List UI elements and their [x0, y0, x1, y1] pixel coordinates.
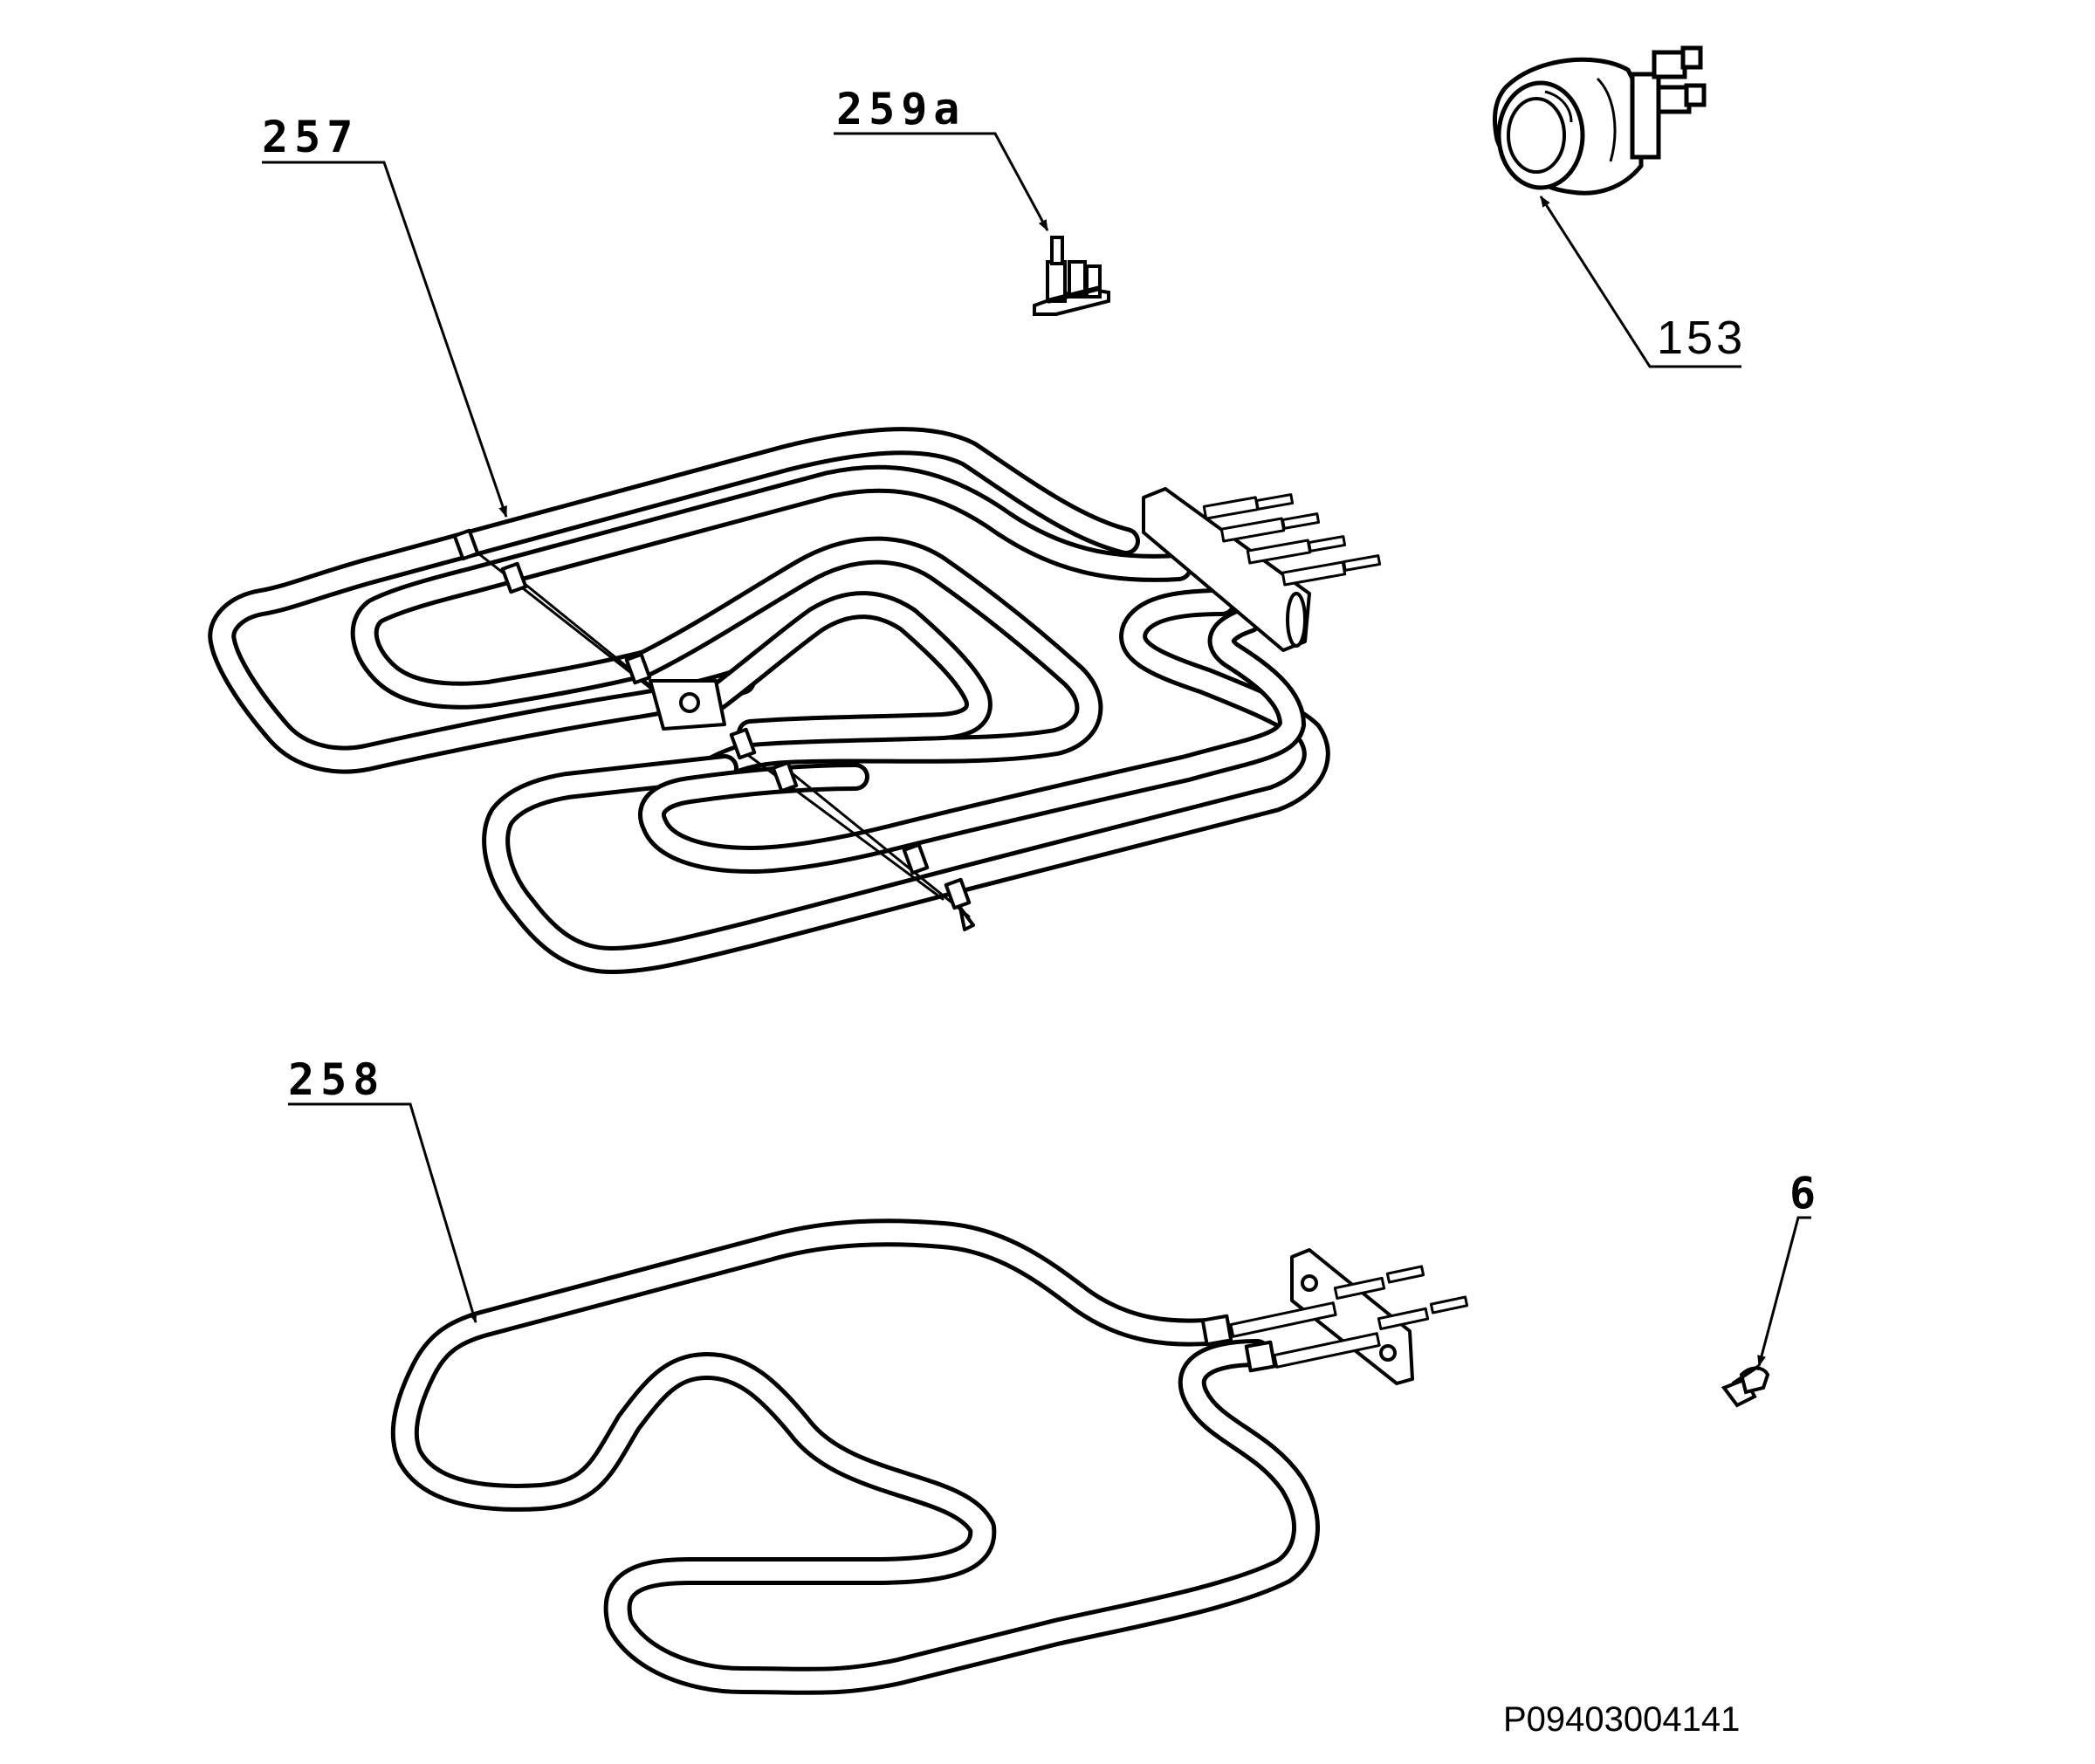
document-id: P09403004141 — [1503, 1700, 1741, 1739]
callout-259a: 259a — [836, 84, 966, 134]
thermal-fuse-icon — [1033, 236, 1110, 316]
callout-258: 258 — [288, 1054, 386, 1105]
callout-153: 153 — [1657, 312, 1747, 364]
lower-heating-element-icon — [390, 1218, 1469, 1695]
callout-257: 257 — [262, 112, 360, 162]
callout-6: 6 — [1789, 1168, 1823, 1218]
spring-clip-icon — [1721, 1364, 1770, 1408]
indicator-lamp-icon — [1492, 45, 1707, 196]
leader-lines — [262, 132, 1811, 1367]
upper-grill-heating-element-icon — [208, 427, 1382, 974]
